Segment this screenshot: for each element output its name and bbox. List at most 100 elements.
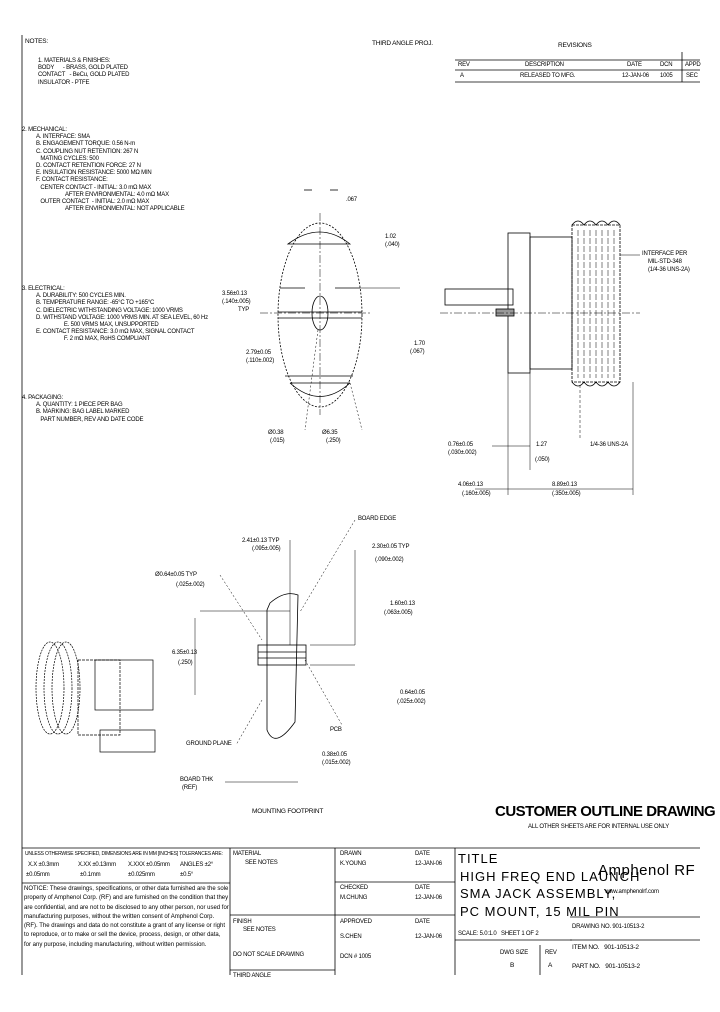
dim-label: .067 (346, 197, 357, 203)
drawing-number: DRAWING NO. 901-10513-2 (572, 924, 645, 930)
dim-label: 1.60±0.13 (390, 601, 415, 607)
dwg-size: B (510, 962, 515, 969)
dim-label: (.110±.002) (246, 358, 274, 364)
part-number: PART NO. 901-10513-2 (572, 963, 640, 970)
note-line: F. CONTACT RESISTANCE: (36, 177, 108, 184)
tolerance: ±0.025mm (128, 872, 155, 878)
note-line: 3. ELECTRICAL: (22, 286, 65, 292)
notes-heading: NOTES: (25, 38, 48, 45)
material-label: MATERIAL (233, 851, 261, 857)
note-line: E. INSULATION RESISTANCE: 5000 MΩ MIN (36, 170, 152, 177)
scale-sheet: SCALE: 5.0:1.0 SHEET 1 OF 2 (458, 931, 539, 937)
note-line: CONTACT - BeCu, GOLD PLATED (38, 72, 130, 79)
tolerance: X.XX ±0.13mm (78, 862, 116, 868)
dim-label: (.015±.002) (322, 760, 351, 766)
dim-label: (.040) (385, 242, 400, 248)
tolerance: ±0.05mm (26, 872, 50, 878)
dim-label: 1.27 (536, 442, 547, 448)
dim-label: 3.56±0.13 (222, 291, 247, 297)
tolerances-header: UNLESS OTHERWISE SPECIFIED, DIMENSIONS A… (25, 851, 223, 857)
dim-label: (1/4-36 UNS-2A) (648, 267, 690, 273)
note-line: PART NUMBER, REV AND DATE CODE (36, 416, 144, 423)
website: www.amphenolrf.com (605, 889, 659, 895)
note-line: C. DIELECTRIC WITHSTANDING VOLTAGE: 1000… (36, 307, 183, 314)
material-value: SEE NOTES (245, 860, 278, 866)
dim-label: BOARD EDGE (358, 516, 397, 522)
approved-by: S.CHEN (340, 934, 362, 940)
rev-row-date: 12-JAN-06 (622, 73, 649, 79)
note-line: OUTER CONTACT - INITIAL: 2.0 mΩ MAX (36, 199, 150, 206)
note-line: B. ENGAGEMENT TORQUE: 0.56 N-m (36, 141, 136, 148)
tolerance: ±0.5° (180, 872, 194, 878)
customer-outline-banner: CUSTOMER OUTLINE DRAWING (495, 803, 716, 820)
note-line: E. CONTACT RESISTANCE: 3.0 mΩ MAX, SIGNA… (36, 329, 195, 336)
note-line: CENTER CONTACT - INITIAL: 3.0 mΩ MAX (36, 184, 152, 191)
mounting-footprint-view (194, 519, 356, 783)
note-line: B. TEMPERATURE RANGE: -65°C TO +165°C (36, 300, 155, 307)
rev-col-description: DESCRIPTION (525, 62, 564, 68)
rev-col-rev: REV (458, 62, 470, 68)
dim-label: 0.76±0.05 (448, 442, 473, 448)
proprietary-notice: NOTICE: These drawings, specifications, … (24, 886, 229, 948)
isometric-view (35, 641, 156, 753)
rev-col-dcn: DCN (660, 62, 673, 68)
note-line: 4. PACKAGING: (22, 395, 63, 401)
approved-label: APPROVED (340, 919, 372, 925)
dim-label: 8.89±0.13 (552, 482, 577, 488)
dim-label: MIL-STD-348 (648, 259, 682, 265)
note-line: D. CONTACT RETENTION FORCE: 27 N (36, 163, 141, 170)
do-not-scale: DO NOT SCALE DRAWING (233, 952, 305, 958)
dim-label: INTERFACE PER (642, 251, 688, 257)
dcn-number: DCN # 1005 (340, 954, 372, 960)
note-line: F. 2 mΩ MAX, RoHS COMPLIANT (36, 336, 150, 343)
dim-label: 0.38±0.05 (322, 752, 347, 758)
rev-row-description: RELEASED TO MFG. (520, 73, 576, 79)
dim-label: 2.30±0.05 TYP (372, 544, 410, 550)
finish-value: SEE NOTES (243, 927, 276, 933)
title-label: TITLE (458, 851, 499, 866)
tolerance: ±0.1mm (80, 872, 101, 878)
dim-label: (.160±.005) (462, 491, 491, 497)
dim-label: PCB (330, 727, 342, 733)
third-angle-projection: THIRD ANGLE PROJ. (372, 40, 433, 47)
checked-date: 12-JAN-06 (415, 895, 442, 901)
drawn-date: 12-JAN-06 (415, 861, 442, 867)
checked-by: M.CHUNG (340, 895, 368, 901)
dim-label: 6.35±0.13 (172, 650, 197, 656)
dim-label: (.050) (535, 457, 550, 463)
side-view (440, 220, 640, 495)
note-line: A. INTERFACE: SMA (36, 134, 90, 141)
third-angle-label: THIRD ANGLE (233, 973, 271, 979)
title-line: SMA JACK ASSEMBLY, (460, 886, 617, 901)
checked-date-label: DATE (415, 885, 430, 891)
tolerance: X.XXX ±0.05mm (128, 862, 170, 868)
dim-label: 4.06±0.13 (458, 482, 483, 488)
dim-label: (.025±.002) (397, 699, 426, 705)
note-line: A. DURABILITY: 500 CYCLES MIN. (36, 293, 126, 300)
note-line: 2. MECHANICAL: (22, 127, 67, 133)
rev-row-dcn: 1005 (660, 73, 673, 79)
dim-label: (REF) (182, 785, 197, 791)
dim-label: 2.41±0.13 TYP (242, 538, 280, 544)
drawn-by: K.YOUNG (340, 861, 367, 867)
note-3: 3. ELECTRICAL: A. DURABILITY: 500 CYCLES… (22, 286, 208, 344)
dim-label: (.025±.002) (176, 582, 205, 588)
front-view (260, 189, 400, 431)
dim-label: (.140±.005) (222, 299, 251, 305)
dim-label: 2.79±0.05 (246, 350, 271, 356)
title-block-lines (22, 847, 700, 975)
dim-label: (.063±.005) (384, 610, 413, 616)
dim-label: Ø0.38 (268, 430, 284, 436)
dwg-size-label: DWG SIZE (500, 950, 529, 956)
note-line: INSULATOR - PTFE (38, 79, 90, 86)
dim-label: (.015) (270, 438, 285, 444)
footprint-caption: MOUNTING FOOTPRINT (252, 808, 324, 815)
drawn-label: DRAWN (340, 851, 362, 857)
rev-row-rev: A (460, 73, 464, 79)
dim-label: TYP (238, 307, 250, 313)
note-line: A. QUANTITY: 1 PIECE PER BAG (36, 402, 123, 409)
approved-date-label: DATE (415, 919, 430, 925)
note-line: C. COUPLING NUT RETENTION: 267 N (36, 148, 139, 155)
